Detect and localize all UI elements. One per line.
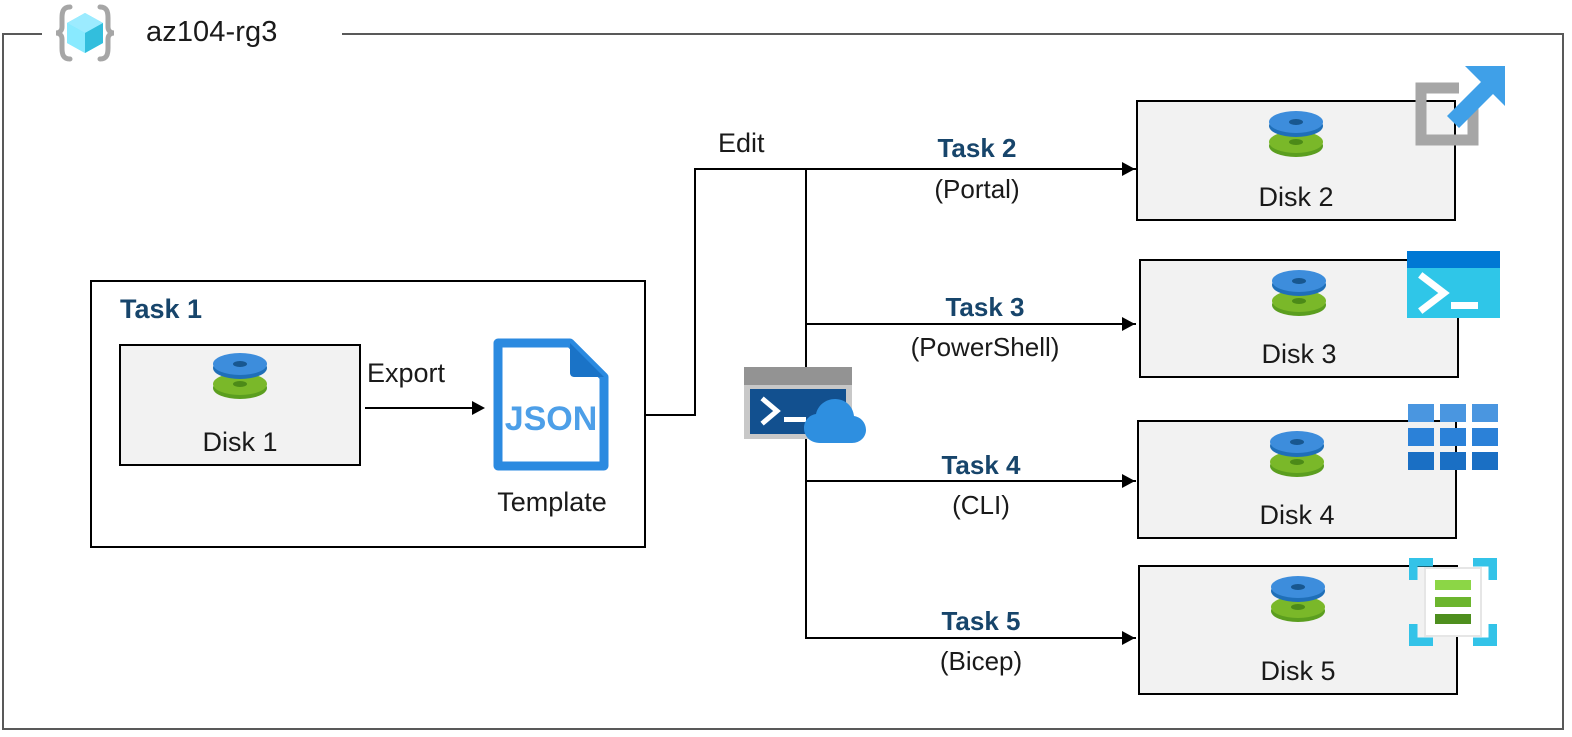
task3-label: Task 3: [945, 292, 1025, 322]
disk3-caption: Disk 3: [1261, 339, 1337, 369]
task5-arrow-head: [1122, 631, 1135, 645]
task3-method-label: (PowerShell): [910, 332, 1060, 362]
json-file-icon[interactable]: JSON: [492, 337, 610, 472]
task3-arrow-line: [805, 323, 1136, 325]
disk5-box[interactable]: Disk 5: [1138, 565, 1458, 695]
resource-group-title: az104-rg3: [146, 16, 278, 48]
task2-arrow-line: [694, 168, 1136, 170]
task4-arrow-head: [1122, 474, 1135, 488]
task4-method-label: (CLI): [952, 490, 1010, 520]
cloud-shell-icon[interactable]: [744, 367, 866, 443]
resource-group-frame: [2, 33, 1564, 730]
task4-arrow-line: [805, 480, 1136, 482]
disk-icon: [1266, 430, 1328, 486]
task3-arrow-head: [1122, 317, 1135, 331]
disk4-caption: Disk 4: [1259, 500, 1335, 530]
disk4-box[interactable]: Disk 4: [1137, 420, 1457, 539]
task5-method-label: (Bicep): [939, 646, 1023, 676]
template-to-bus-line: [645, 414, 696, 416]
svg-text:JSON: JSON: [505, 400, 598, 438]
task5-arrow-line: [805, 637, 1136, 639]
disk-icon: [1268, 269, 1330, 325]
export-label: Export: [367, 358, 446, 388]
export-arrow-head: [472, 401, 485, 415]
template-caption: Template: [497, 487, 607, 517]
powershell-icon[interactable]: [1407, 251, 1500, 318]
task4-label: Task 4: [941, 450, 1021, 480]
disk1-caption: Disk 1: [202, 427, 278, 457]
disk3-box[interactable]: Disk 3: [1139, 259, 1459, 378]
task2-method-label: (Portal): [934, 174, 1020, 204]
disk-icon: [209, 352, 271, 408]
disk2-caption: Disk 2: [1258, 182, 1334, 212]
task5-label: Task 5: [941, 606, 1021, 636]
resource-group-icon: [50, 2, 120, 64]
export-arrow-line: [365, 407, 473, 409]
task2-arrow-head: [1122, 162, 1135, 176]
edit-label: Edit: [718, 128, 765, 158]
disk-icon: [1267, 575, 1329, 631]
task2-label: Task 2: [937, 133, 1017, 163]
disk-icon: [1265, 110, 1327, 166]
bus-riser-line: [694, 168, 696, 416]
bicep-file-icon[interactable]: [1404, 553, 1502, 651]
task1-label: Task 1: [120, 294, 203, 324]
azure-cli-icon[interactable]: [1408, 404, 1498, 470]
azure-portal-icon[interactable]: [1409, 62, 1509, 158]
disk1-box[interactable]: Disk 1: [119, 344, 361, 466]
disk5-caption: Disk 5: [1260, 656, 1336, 686]
disk2-box[interactable]: Disk 2: [1136, 100, 1456, 221]
